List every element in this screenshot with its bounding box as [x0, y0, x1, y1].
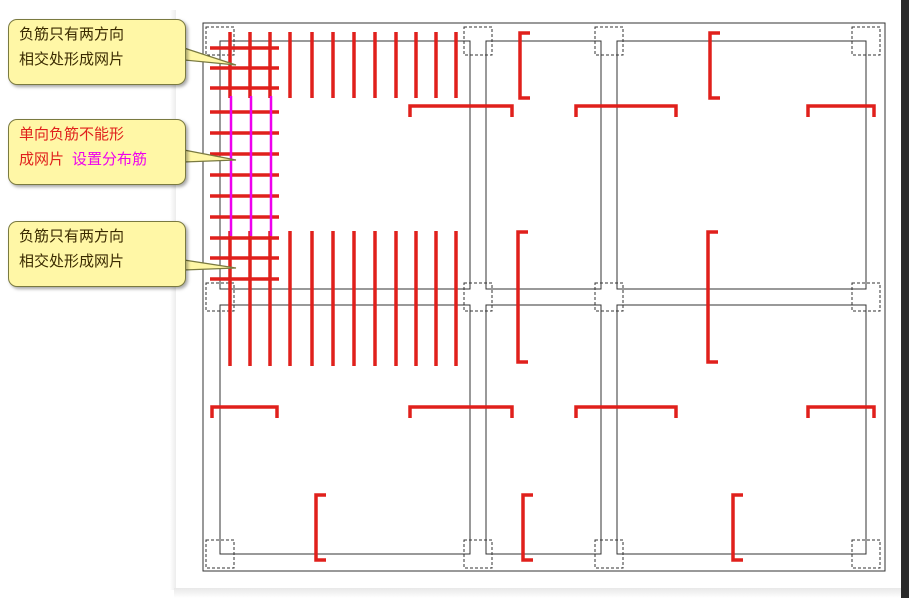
bracket-5: [314, 493, 326, 562]
bracket-11: [210, 405, 279, 418]
column-marker: [851, 539, 881, 569]
bracket-9: [574, 104, 678, 117]
bracket-7: [731, 493, 743, 562]
page-shadow-bottom: [174, 588, 901, 598]
structural-outlines: [202, 22, 886, 572]
slab-panel-4: [219, 304, 471, 555]
column-marker: [463, 539, 493, 569]
column-markers: [205, 26, 881, 569]
negative-bars-top-horizontal: [210, 46, 279, 90]
negative-bars-left-single: [210, 110, 279, 219]
callout-bottom-pointer: [183, 259, 237, 271]
bracket-3: [516, 230, 528, 364]
callout-middle: 单向负筋不能形 成网片设置分布筋: [8, 119, 186, 185]
bracket-14: [806, 405, 876, 418]
column-marker: [205, 282, 235, 312]
bracket-2: [708, 31, 720, 100]
page-shadow-left: [170, 10, 176, 590]
callout-bottom-line2: 相交处形成网片: [19, 252, 125, 270]
bracket-8: [408, 104, 514, 117]
column-marker: [594, 539, 624, 569]
rebars: [210, 31, 876, 562]
column-marker: [851, 26, 881, 56]
callout-middle-pointer: [183, 149, 237, 163]
column-marker: [205, 26, 235, 56]
slab-panel-3: [616, 40, 867, 290]
column-marker: [594, 26, 624, 56]
callout-middle-line2: 成网片: [19, 150, 65, 168]
callout-top-line2: 相交处形成网片: [19, 50, 125, 68]
slab-panel-5: [485, 304, 602, 555]
callout-middle-line1: 单向负筋不能形: [19, 125, 125, 143]
slab-panel-2: [485, 40, 602, 290]
callout-bottom-line1: 负筋只有两方向: [19, 227, 125, 245]
callout-top-line1: 负筋只有两方向: [19, 25, 125, 43]
column-marker: [205, 539, 235, 569]
negative-bars-middle-vertical: [228, 231, 458, 366]
bracket-13: [574, 405, 678, 418]
callout-top-pointer: [183, 47, 237, 66]
column-marker: [594, 282, 624, 312]
callout-top: 负筋只有两方向 相交处形成网片: [8, 19, 186, 85]
bracket-1: [518, 31, 530, 100]
bracket-10: [806, 104, 876, 117]
column-marker: [463, 282, 493, 312]
column-marker: [851, 282, 881, 312]
slab-panel-1: [219, 40, 471, 290]
negative-bars-bottom-horizontal: [210, 236, 279, 281]
window-edge: [901, 0, 909, 598]
bracket-12: [408, 405, 514, 418]
column-marker: [463, 26, 493, 56]
slab-panel-6: [616, 304, 867, 555]
bracket-4: [706, 230, 718, 364]
distribution-bars: [229, 96, 273, 236]
callout-middle-note: 设置分布筋: [72, 150, 148, 168]
callout-bottom: 负筋只有两方向 相交处形成网片: [8, 221, 186, 287]
bracket-6: [521, 493, 533, 562]
outer-boundary: [202, 22, 886, 572]
